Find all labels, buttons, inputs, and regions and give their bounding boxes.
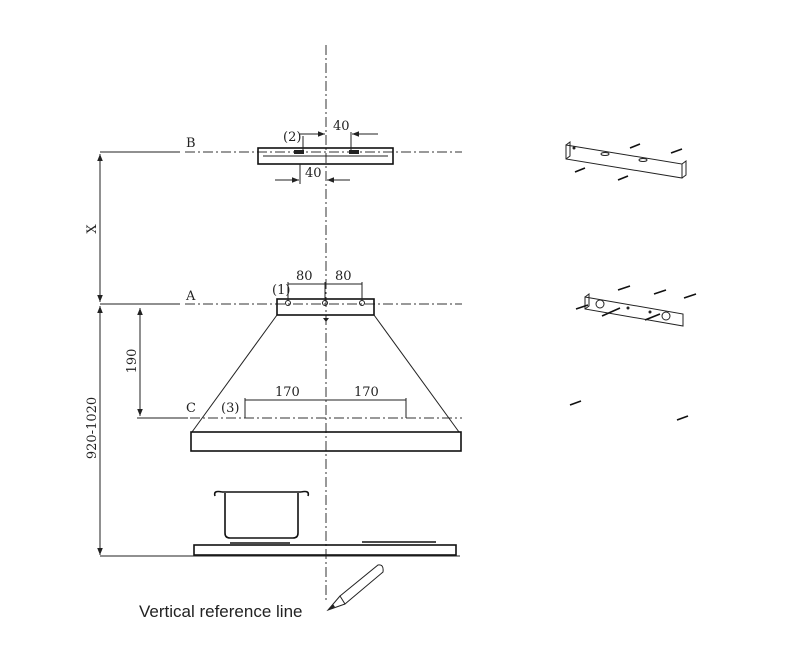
reference-caption: Vertical reference line xyxy=(139,602,302,621)
dim-80-left-label: 80 xyxy=(296,269,313,284)
callout-1: (1) xyxy=(272,283,290,298)
bracket-part-icon xyxy=(565,141,687,179)
screws-set-1-icon xyxy=(574,143,683,181)
dim-170-right-label: 170 xyxy=(354,385,379,400)
screws-set-2-icon xyxy=(575,285,697,321)
label-c: C xyxy=(186,401,196,416)
dim-80-right-label: 80 xyxy=(335,269,352,284)
label-b: B xyxy=(186,136,196,151)
callout-3: (3) xyxy=(221,401,239,416)
cooking-pot xyxy=(213,490,310,539)
dim-x-label: X xyxy=(85,224,100,234)
label-a: A xyxy=(185,289,196,304)
dim-40-top-label: 40 xyxy=(333,119,350,134)
pencil-icon xyxy=(326,564,384,612)
screws-set-3-icon xyxy=(569,400,689,421)
dim-920-label: 920-1020 xyxy=(85,397,100,459)
hood-body xyxy=(190,298,462,452)
dim-190-label: 190 xyxy=(125,349,140,374)
dim-170-left-label: 170 xyxy=(275,385,300,400)
dim-40-bottom-label: 40 xyxy=(305,166,322,181)
cooktop xyxy=(100,541,460,557)
wall-plate-part-icon xyxy=(584,293,684,327)
callout-2: (2) xyxy=(283,130,301,145)
top-mounting-bracket xyxy=(257,147,394,165)
